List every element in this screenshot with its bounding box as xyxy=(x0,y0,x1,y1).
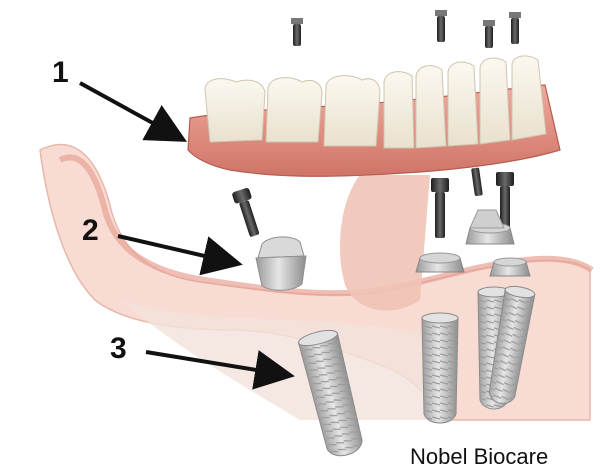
implant-right-1 xyxy=(422,313,458,423)
prosthetic-screws-top xyxy=(291,10,521,48)
tooth xyxy=(266,78,322,142)
callout-number-3: 3 xyxy=(110,334,127,364)
soft-tissue xyxy=(340,175,430,311)
image-credit: Nobel Biocare xyxy=(410,446,548,468)
abutment-screw-left xyxy=(231,187,263,238)
callout-number-2: 2 xyxy=(82,216,99,246)
callout-number-1: 1 xyxy=(52,58,69,88)
abutment-left xyxy=(256,237,306,290)
tooth xyxy=(480,58,510,144)
tooth xyxy=(448,62,478,146)
callout-arrow-1 xyxy=(80,83,180,138)
tooth xyxy=(416,66,446,148)
tooth xyxy=(384,72,414,148)
tooth xyxy=(205,79,265,142)
tooth xyxy=(324,76,380,146)
denture-teeth xyxy=(205,56,546,148)
tooth xyxy=(512,56,546,140)
